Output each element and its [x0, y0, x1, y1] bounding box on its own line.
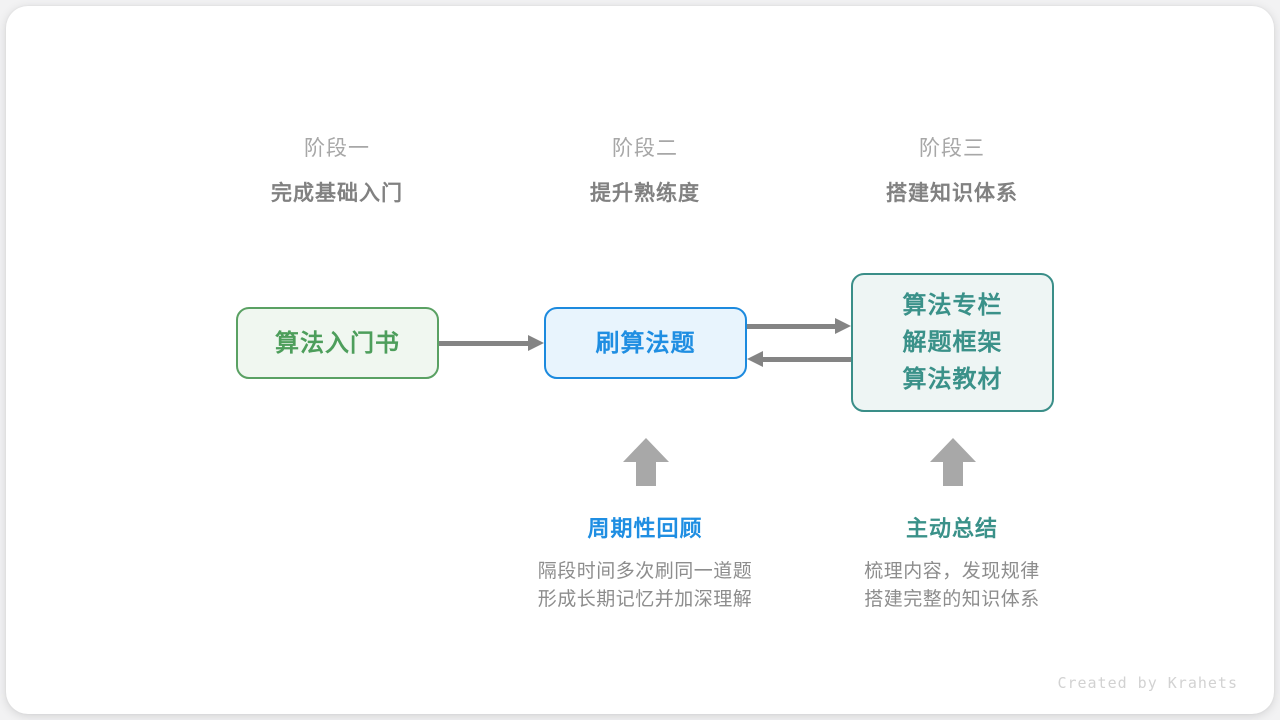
annotation-review-description: 隔段时间多次刷同一道题 形成长期记忆并加深理解: [485, 558, 805, 614]
arrow-up-head: [623, 438, 669, 462]
stage-header-1: 阶段一 完成基础入门: [207, 132, 467, 211]
stage-1-title: 完成基础入门: [271, 182, 403, 205]
credit-text: Created by Krahets: [1057, 674, 1238, 692]
annotation-summary-title: 主动总结: [905, 516, 998, 541]
stage-2-title: 提升熟练度: [590, 182, 700, 205]
node-practice-line-1: 刷算法题: [595, 329, 696, 357]
annotation-periodic-review: 周期性回顾 隔段时间多次刷同一道题 形成长期记忆并加深理解: [485, 514, 805, 614]
arrow-up-head: [930, 438, 976, 462]
arrow-head-right: [528, 335, 544, 351]
stage-3-title: 搭建知识体系: [886, 182, 1018, 205]
node-practice-problems[interactable]: 刷算法题: [544, 307, 747, 379]
arrow-right-book-to-practice-icon: [439, 335, 544, 351]
annotation-review-desc-line-1: 隔段时间多次刷同一道题: [537, 561, 753, 582]
arrow-right-practice-to-system-icon: [747, 318, 851, 334]
diagram-card: 阶段一 完成基础入门 阶段二 提升熟练度 阶段三 搭建知识体系 算法入门书 刷算…: [6, 6, 1274, 714]
stage-header-2: 阶段二 提升熟练度: [515, 132, 775, 211]
node-book-line-1: 算法入门书: [275, 329, 400, 357]
annotation-active-summary: 主动总结 梳理内容，发现规律 搭建完整的知识体系: [792, 514, 1112, 614]
arrow-head-left: [747, 351, 763, 367]
stage-header-3: 阶段三 搭建知识体系: [822, 132, 1082, 211]
arrow-shaft: [439, 341, 528, 346]
node-knowledge-system[interactable]: 算法专栏 解题框架 算法教材: [851, 273, 1054, 412]
arrow-shaft: [763, 357, 851, 362]
annotation-summary-description: 梳理内容，发现规律 搭建完整的知识体系: [792, 558, 1112, 614]
arrow-up-stem: [943, 459, 963, 486]
node-system-line-3: 算法教材: [902, 366, 1003, 393]
arrow-left-system-to-practice-icon: [747, 351, 851, 367]
node-system-line-2: 解题框架: [902, 329, 1003, 356]
annotation-review-desc-line-2: 形成长期记忆并加深理解: [537, 589, 753, 610]
annotation-review-title: 周期性回顾: [587, 516, 703, 541]
arrow-up-review-icon: [623, 438, 669, 486]
annotation-summary-desc-line-2: 搭建完整的知识体系: [864, 589, 1040, 610]
arrow-up-summary-icon: [930, 438, 976, 486]
arrow-shaft: [747, 324, 835, 329]
node-system-line-1: 算法专栏: [902, 292, 1003, 319]
arrow-up-stem: [636, 459, 656, 486]
stage-1-index-label: 阶段一: [304, 137, 370, 160]
stage-2-index-label: 阶段二: [612, 137, 678, 160]
arrow-head-right: [835, 318, 851, 334]
node-algorithm-intro-book[interactable]: 算法入门书: [236, 307, 439, 379]
stage-3-index-label: 阶段三: [919, 137, 985, 160]
annotation-summary-desc-line-1: 梳理内容，发现规律: [864, 561, 1040, 582]
